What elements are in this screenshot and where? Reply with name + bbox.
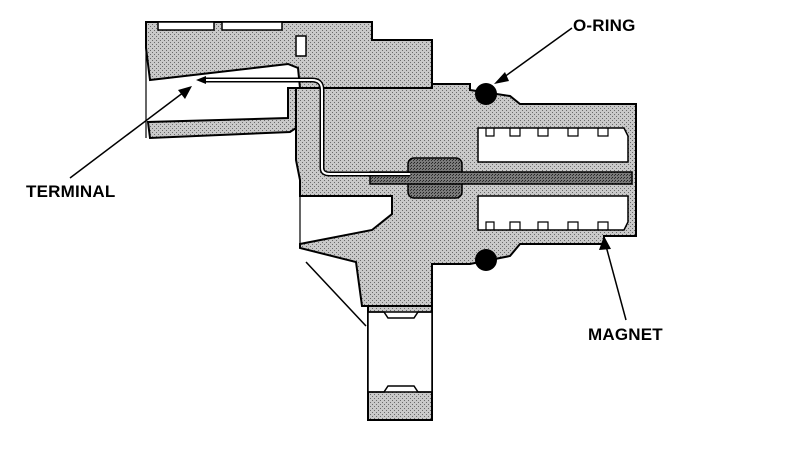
- label-terminal: TERMINAL: [26, 182, 116, 201]
- magnet-ridges-upper: [485, 128, 609, 137]
- o-ring-lower: [475, 249, 497, 271]
- magnet-ridges-lower: [485, 221, 609, 230]
- stem-window: [367, 311, 433, 393]
- terminal-pin: [196, 76, 206, 84]
- connector-slot-upper: [157, 21, 215, 31]
- arrowhead-magnet: [599, 236, 611, 250]
- leader-oring: [499, 27, 573, 81]
- connector-lower-arm: [146, 87, 297, 140]
- leader-terminal: [69, 91, 185, 179]
- sensor-main-body: [295, 83, 637, 307]
- guide-line-diag: [305, 261, 367, 327]
- o-ring-upper: [475, 83, 497, 105]
- locking-tab: [295, 35, 307, 57]
- core-rod: [369, 171, 633, 185]
- leader-magnet: [605, 245, 627, 321]
- magnet-cavity-upper: [477, 127, 629, 163]
- arrowhead-oring: [494, 72, 509, 84]
- label-magnet: MAGNET: [588, 325, 663, 344]
- label-o-ring: O-RING: [573, 16, 636, 35]
- connector-slot-upper-2: [221, 21, 283, 31]
- arrowhead-terminal: [178, 86, 192, 99]
- magnet-cavity-lower: [477, 195, 629, 231]
